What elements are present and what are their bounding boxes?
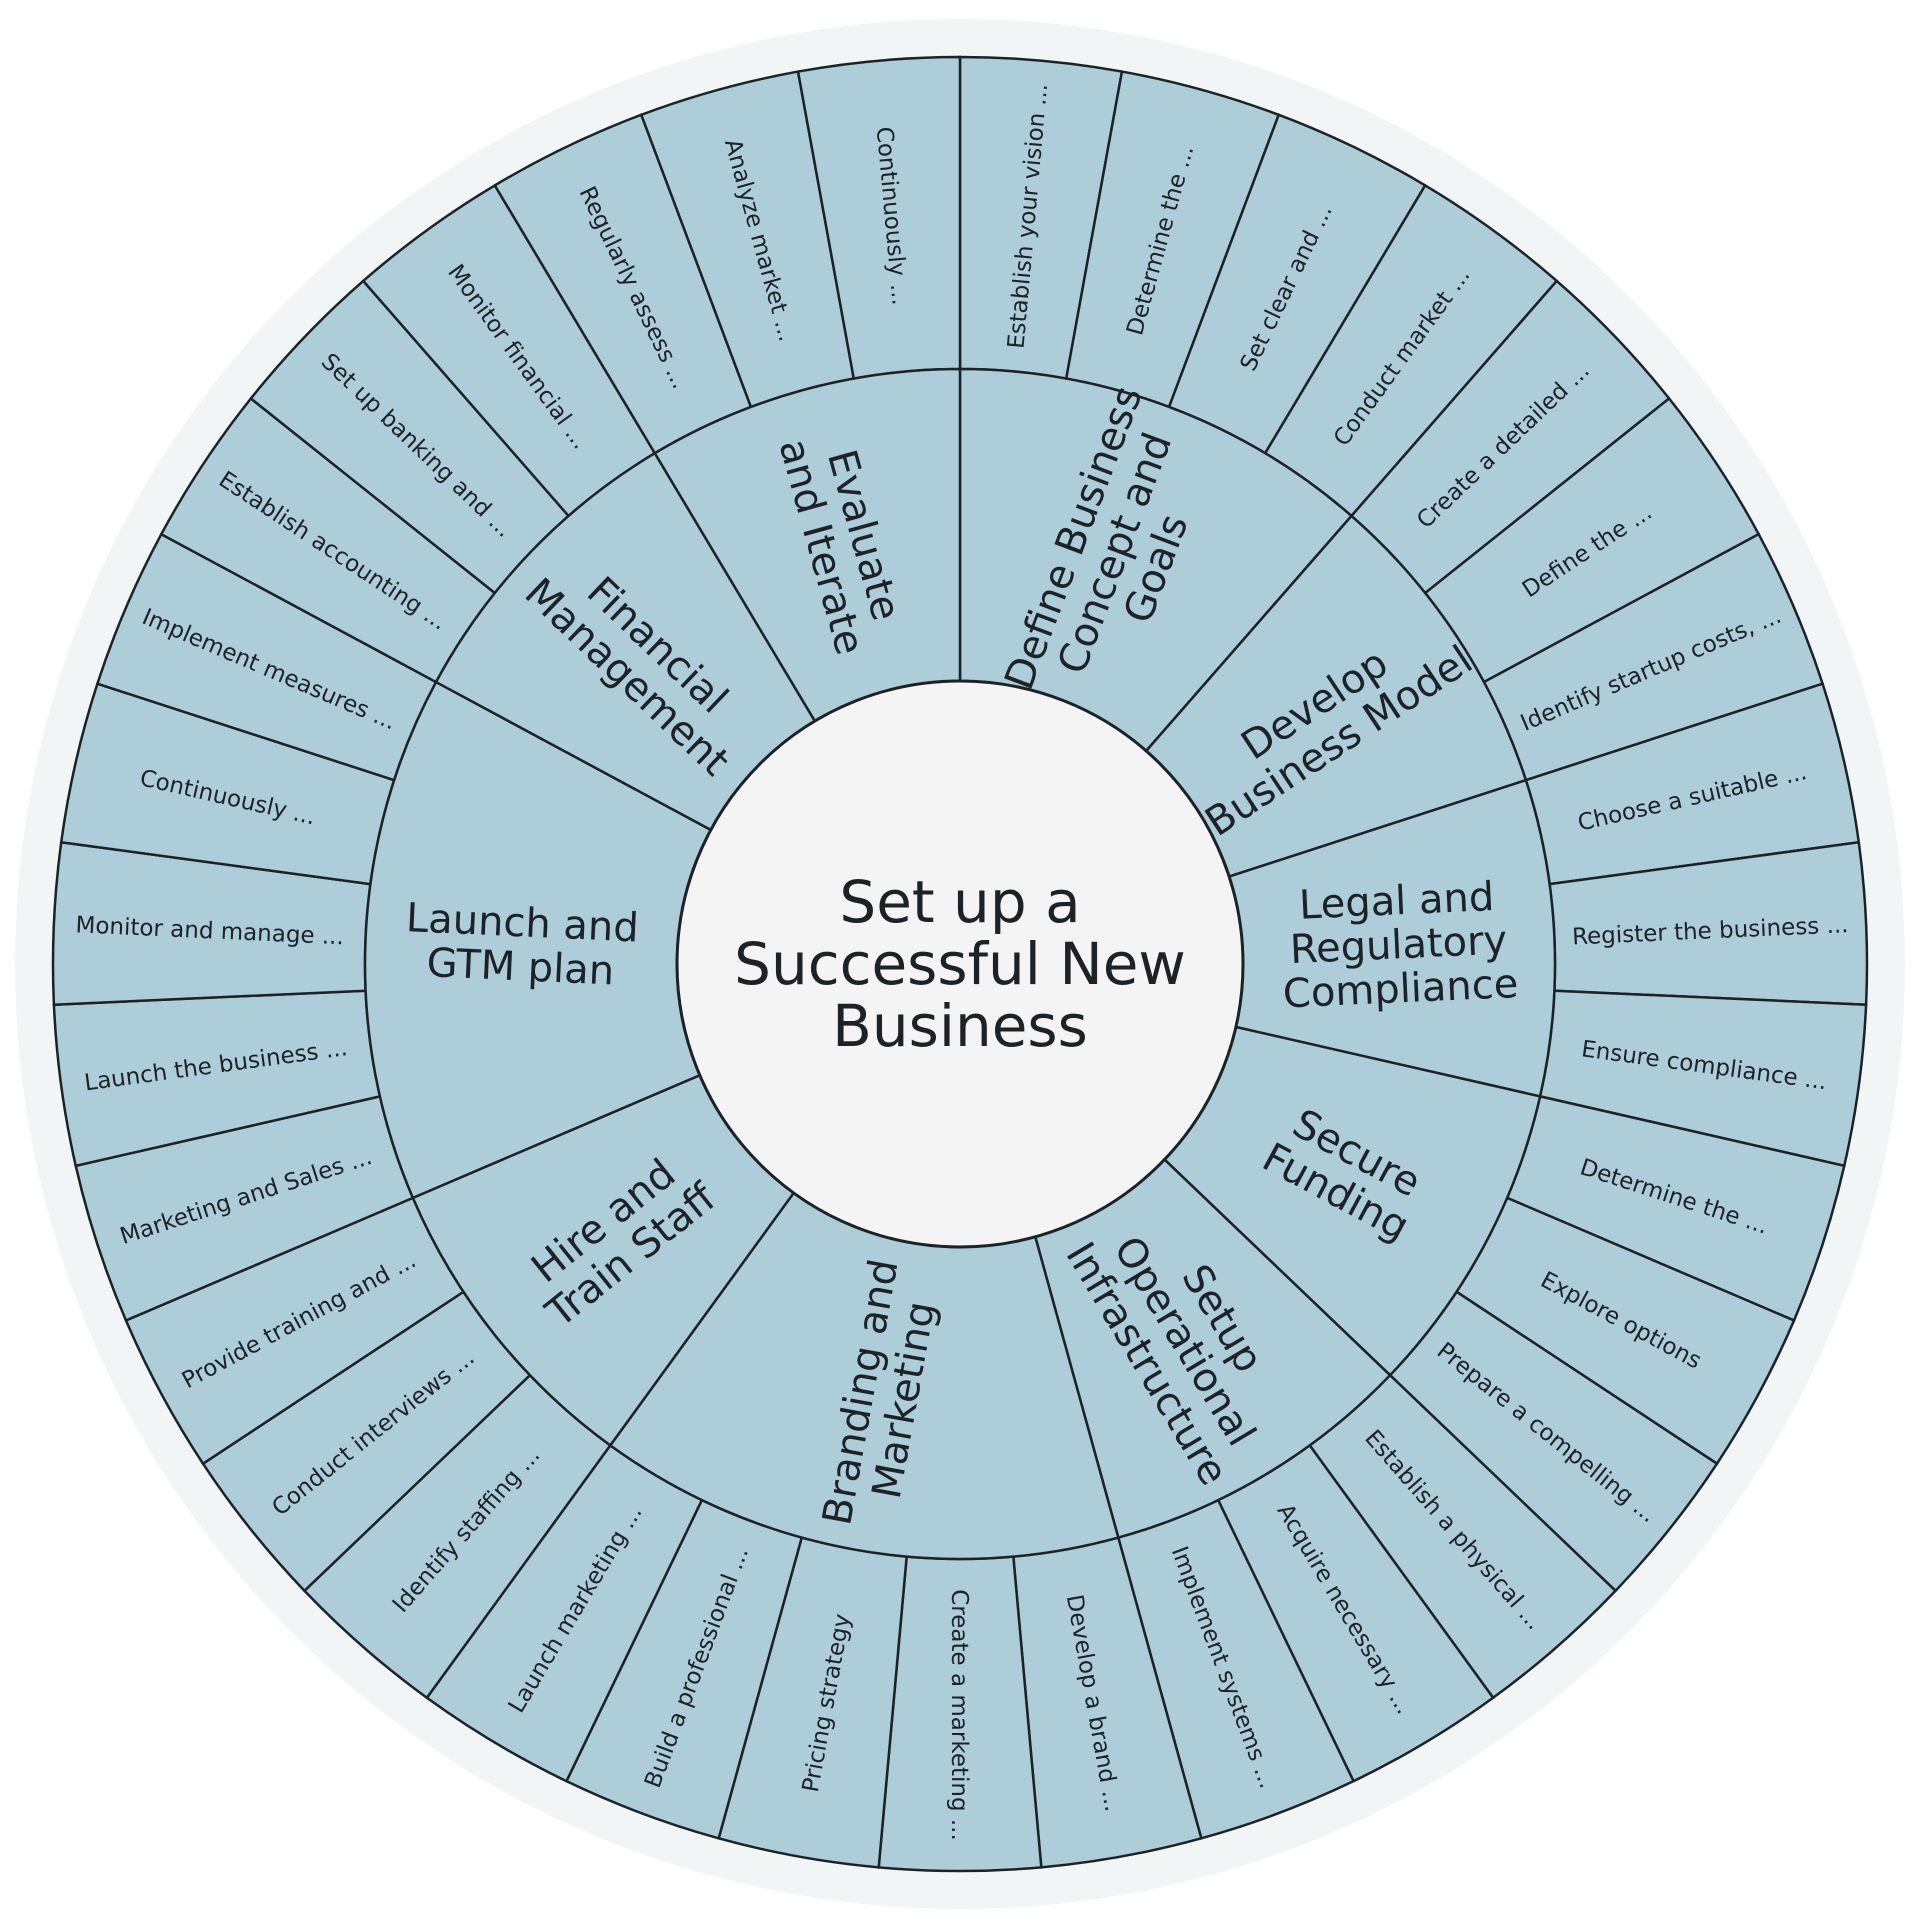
item-label: Create a marketing ... — [946, 1589, 972, 1841]
category-label: Launch andGTM plan — [403, 895, 640, 995]
center-circle[interactable] — [675, 679, 1245, 1249]
category-label: Legal andRegulatoryCompliance — [1278, 873, 1519, 1017]
inner-ring: Define BusinessConcept andGoalsDevelopBu… — [363, 367, 1557, 1561]
outer-ring: Establish your vision ...Determine the .… — [51, 55, 1869, 1873]
